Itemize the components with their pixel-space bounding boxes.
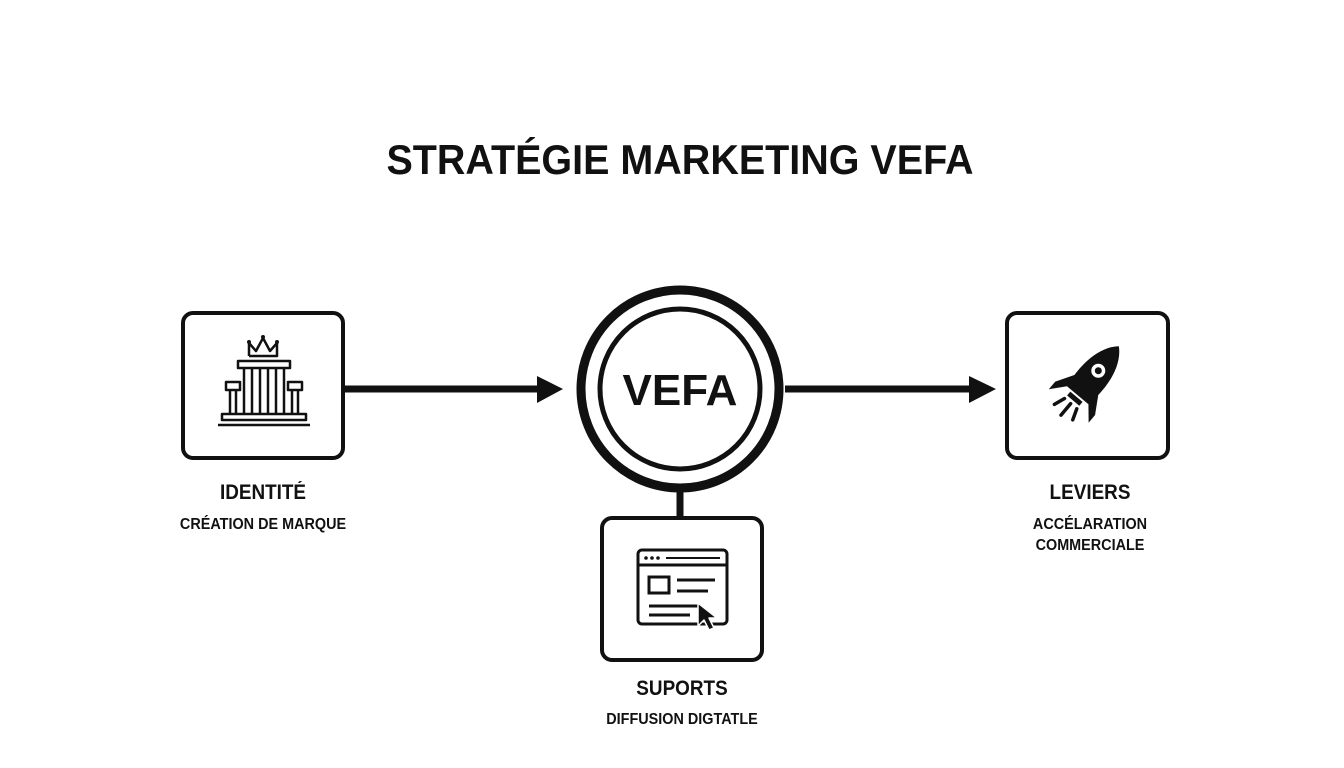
identite-title: IDENTITÉ xyxy=(219,481,307,504)
supports-subtitle: DIFFUSION DIGTATLE xyxy=(606,711,758,728)
building-crown-icon xyxy=(218,335,310,427)
diagram-title: STRATÉGIE MARKETING VEFA xyxy=(386,136,974,183)
leviers-subtitle-line2: COMMERCIALE xyxy=(1035,537,1145,554)
arrow-vefa-to-leviers xyxy=(785,376,996,403)
leviers-title: LEVIERS xyxy=(1049,481,1131,504)
rocket-icon xyxy=(1048,346,1120,423)
vefa-center-label: VEFA xyxy=(623,366,738,415)
vefa-center-node: VEFA xyxy=(576,285,784,493)
browser-cursor-icon xyxy=(636,548,729,631)
arrow-identite-to-vefa xyxy=(345,376,563,403)
identite-subtitle: CRÉATION DE MARQUE xyxy=(179,516,347,533)
supports-title: SUPORTS xyxy=(636,677,728,700)
supports-node xyxy=(600,516,764,662)
identite-node xyxy=(181,311,345,460)
leviers-subtitle-line1: ACCÉLARATION xyxy=(1032,516,1148,533)
leviers-node xyxy=(1005,311,1170,460)
